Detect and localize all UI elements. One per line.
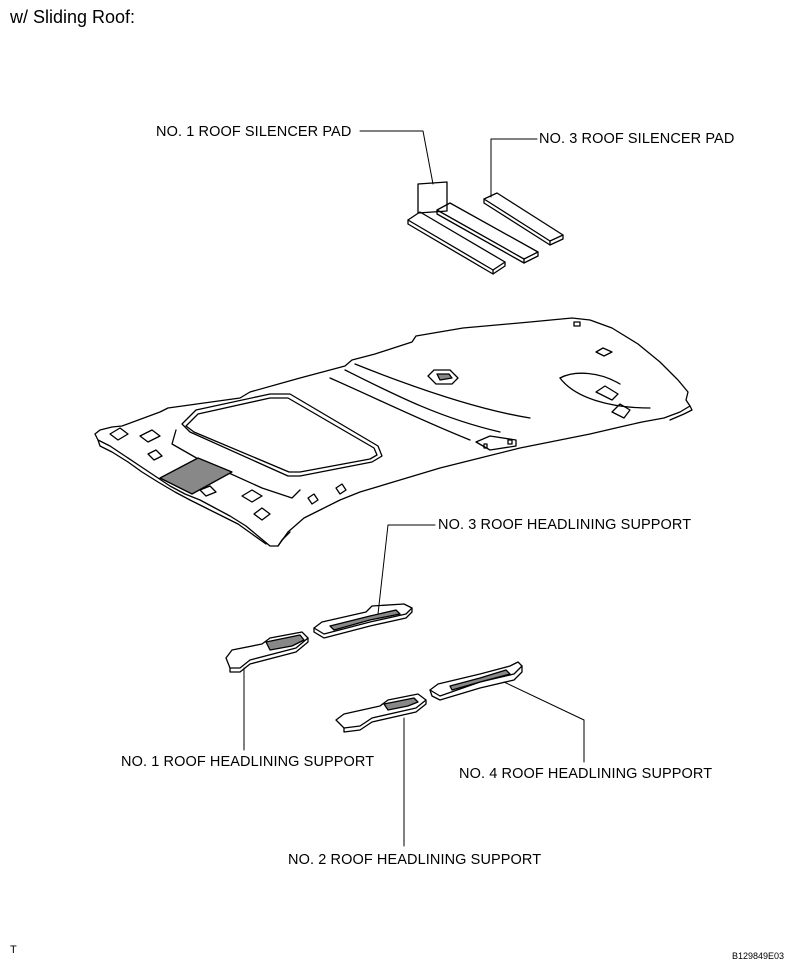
no1-roof-headlining-support xyxy=(225,631,309,673)
label-no3-roof-headlining-support: NO. 3 ROOF HEADLINING SUPPORT xyxy=(438,517,692,533)
label-no1-roof-silencer-pad: NO. 1 ROOF SILENCER PAD xyxy=(156,124,352,140)
label-no3-roof-silencer-pad: NO. 3 ROOF SILENCER PAD xyxy=(539,131,735,147)
leader-no1-silencer-pad xyxy=(359,130,434,185)
no3-roof-headlining-support xyxy=(313,603,413,639)
no2-roof-silencer-pad xyxy=(436,202,539,264)
no2-roof-headlining-support xyxy=(335,693,427,733)
label-no1-roof-headlining-support: NO. 1 ROOF HEADLINING SUPPORT xyxy=(121,754,375,770)
no3-roof-silencer-pad xyxy=(483,192,564,246)
label-no4-roof-headlining-support: NO. 4 ROOF HEADLINING SUPPORT xyxy=(459,766,713,782)
roof-headlining xyxy=(94,317,693,547)
footer-left-mark: T xyxy=(10,944,17,956)
leader-lines xyxy=(243,130,585,847)
diagram-heading: w/ Sliding Roof: xyxy=(10,7,136,27)
label-no2-roof-headlining-support: NO. 2 ROOF HEADLINING SUPPORT xyxy=(288,852,542,868)
leader-no3-headlining-support xyxy=(377,524,436,615)
leader-no3-silencer-pad xyxy=(490,138,538,198)
figure-id: B129849E03 xyxy=(732,951,785,961)
no4-roof-headlining-support xyxy=(429,661,523,701)
leader-no4-headlining-support xyxy=(503,681,585,763)
no1-roof-silencer-pad xyxy=(407,181,506,275)
